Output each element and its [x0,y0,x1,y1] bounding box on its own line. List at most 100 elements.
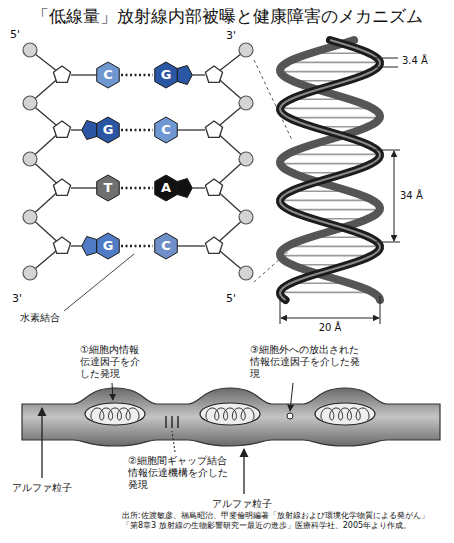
base-hexagon [155,117,178,143]
dimension-tick [372,67,398,68]
gap-junction [177,416,178,428]
dimension-tick [370,150,400,151]
phosphate-circle [23,210,37,224]
particle-arrow [41,408,42,478]
base-node: G [154,63,178,87]
base-letter: G [154,63,178,87]
base-pair-rung [280,71,371,73]
base-pair-rung [287,62,380,64]
base-node: G [96,118,120,142]
purine-ring [177,66,192,85]
hydrogen-bond [121,74,153,76]
base-node: C [96,63,120,87]
base-letter: A [154,176,178,200]
text-label: アルファ粒子 [12,482,78,494]
base-hexagon [155,62,178,88]
base-pair-rung [280,163,371,165]
sugar-pentagon [53,237,70,253]
dimension-arrow [394,151,395,241]
caption: 出所:佐渡敏彦、福島昭治、甲斐倫明編著「放射線および環境化学物質による発がん」 … [122,511,444,532]
text-label: 3' [226,29,248,42]
chromatin-coil [321,408,369,420]
phosphate-circle [239,152,253,166]
hydrogen-bond [121,245,153,247]
leader-line [112,383,113,400]
text-label: 水素結合 [20,312,64,324]
glycosidic-bond [71,187,97,188]
phosphate-circle [23,152,37,166]
phosphate-circle [23,43,37,57]
text-label: 20 Å [300,322,360,334]
base-hexagon [97,117,120,143]
base-node: A [154,176,178,200]
glycosidic-bond [192,187,205,188]
text-label: 5' [10,28,32,41]
leader-line [64,254,134,311]
phosphate-circle [23,96,37,110]
glycosidic-bond [177,245,205,246]
hydrogen-bond [121,129,153,131]
text-label: 5' [226,292,248,305]
glycosidic-bond [177,129,205,130]
cell-nucleus [85,403,145,425]
base-pair-rung [280,200,373,202]
sugar-pentagon [205,179,222,195]
dimension-tick [380,296,381,324]
helix-strand [280,40,380,300]
dimension-tick [280,296,281,324]
base-letter: G [96,234,120,258]
base-hexagon [97,62,120,88]
title: 「低線量」放射線内部被曝と健康障害のメカニズム [0,6,454,26]
sugar-pentagon [53,66,70,82]
base-pair-rung [288,209,379,211]
base-letter: C [96,63,120,87]
base-pair-rung [280,108,373,110]
base-letter: C [154,234,178,258]
purine-ring [82,121,97,140]
base-pair-rung [287,154,380,156]
chromatin-coil [206,408,254,420]
base-hexagon [97,233,120,259]
text-label: 3' [12,292,34,305]
cell-band [22,388,440,446]
cell-nucleus [200,403,260,425]
base-node: C [154,234,178,258]
base-letter: T [96,176,120,200]
base-hexagon [155,175,178,201]
sugar-pentagon [53,121,70,137]
gap-junction [171,416,172,428]
glycosidic-bond [192,74,205,75]
base-pair-rung [280,255,371,257]
base-node: G [96,234,120,258]
base-hexagon [97,175,120,201]
base-pair-rung [280,292,373,294]
signal-dot [287,413,293,419]
text-label: ①細胞内情報伝達因子を介した発現 [80,344,144,380]
text-label: 3.4 Å [402,55,446,67]
dimension-arrow [281,318,379,319]
particle-arrow [243,449,244,494]
leader-line [172,431,175,452]
base-pair-rung [288,117,379,119]
base-hexagon [155,233,178,259]
purine-ring [82,237,97,256]
base-letter: G [96,118,120,142]
phosphate-circle [239,96,253,110]
phosphate-circle [239,210,253,224]
sugar-pentagon [205,121,222,137]
purine-ring [177,179,192,198]
helix-highlight [280,40,380,300]
phosphate-circle [239,43,253,57]
base-node: C [154,118,178,142]
dimension-tick [372,58,398,59]
sugar-pentagon [205,66,222,82]
phosphate-circle [23,266,37,280]
leader-line [290,383,293,411]
helix-strand [280,40,380,300]
base-node: T [96,176,120,200]
text-label: ②細胞間ギャップ結合情報伝達機構を介した発現 [128,455,232,491]
hydrogen-bond [121,187,153,189]
